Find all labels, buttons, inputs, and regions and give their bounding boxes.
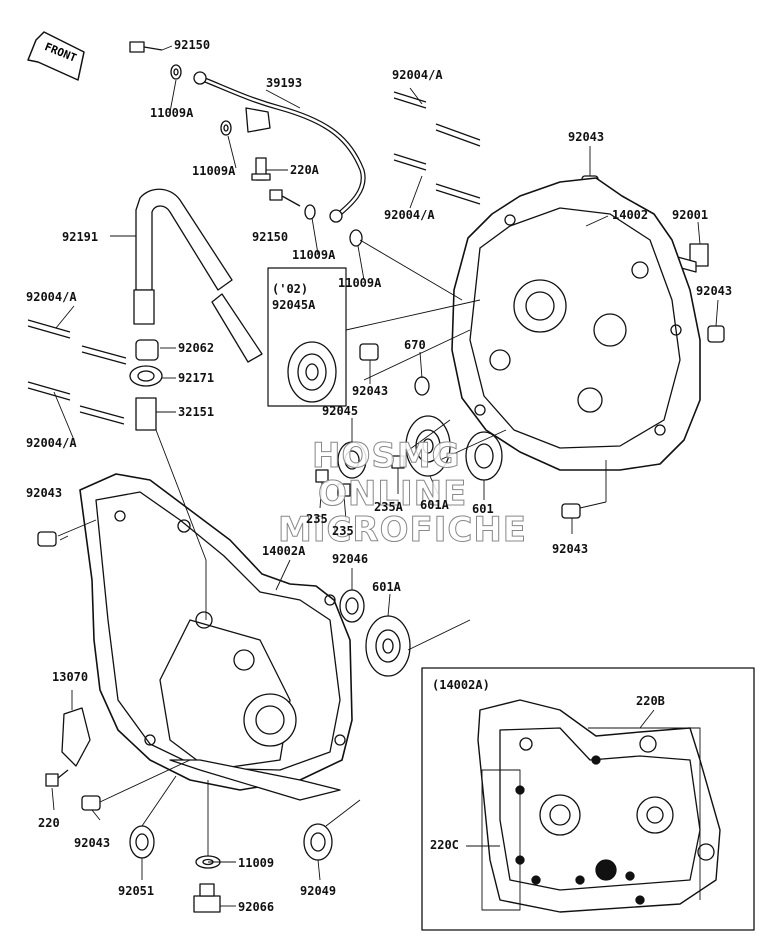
bearing-601a-lower [365,615,411,677]
leader-lines [51,45,719,907]
part-label-92171: 92171 [178,371,215,385]
part-label-92045a: 92045A [272,298,316,312]
dowel-92043-br [561,503,581,519]
part-label-11009: 11009 [238,856,275,870]
front-arrow-icon [27,31,85,81]
washer-11009a-1 [170,64,182,80]
watermark-line-2: ONLINE [317,474,468,515]
dowel-92043-r [707,325,725,343]
part-label-601a: 601A [372,580,401,594]
part-label-92004a: 92004/A [26,290,77,304]
part-label-670: 670 [404,338,426,352]
bolt-220 [45,769,69,787]
part-label-235: 235 [332,524,354,538]
drain-bolt-92066 [193,883,221,913]
part-label-92004a: 92004/A [384,208,435,222]
oil-pipe-39193 [193,71,366,223]
part-label-92150: 92150 [252,230,289,244]
part-label-92001: 92001 [672,208,709,222]
part-label-11009a: 11009A [338,276,382,290]
washer-11009a-3 [304,204,316,220]
part-label-32151: 32151 [178,405,215,419]
watermark-line-3: MICROFICHE [277,510,528,551]
dowel-92043-b [81,795,101,811]
bolt-92150-top [129,41,163,53]
guide-13070 [61,707,91,767]
part-label-92150: 92150 [174,38,211,52]
needle-bearing-92046 [339,589,365,623]
dowel-92043-l [37,531,57,547]
dowel-92043-m [359,343,379,361]
bearing-92045a [267,267,347,407]
inset-crankcase [466,699,721,913]
part-label-220a: 220A [290,163,319,177]
part-label-92043: 92043 [74,836,111,850]
part-label-11009a: 11009A [192,164,236,178]
part-label-year-02: ('02) [272,282,309,296]
part-label-220c: 220C [430,838,459,852]
part-label-14002: 14002 [612,208,649,222]
part-label-39193: 39193 [266,76,303,90]
part-label-11009a: 11009A [292,248,336,262]
bolt-220a [251,157,271,181]
part-label-92066: 92066 [238,900,275,914]
part-label-92004a: 92004/A [26,436,77,450]
part-label-92045: 92045 [322,404,359,418]
part-label-92043: 92043 [696,284,733,298]
part-label-92043: 92043 [552,542,589,556]
stud-92004a-top-2 [393,153,481,205]
fitting-32151 [135,397,157,431]
seal-92049 [303,823,333,861]
part-label-92043: 92043 [568,130,605,144]
clamp-92171 [129,365,163,387]
breather-hose-92191 [133,188,263,363]
crankcase-left-14002a [79,473,353,801]
part-label-14002a: 14002A [262,544,306,558]
part-label-92049: 92049 [300,884,337,898]
watermark-line-1: HOSMG [312,436,461,477]
part-label-601a: 601A [420,498,449,512]
washer-11009a-4 [349,229,363,247]
part-label-13070: 13070 [52,670,89,684]
bolt-92150-mid [269,189,301,207]
stud-92004a-left-1 [27,319,127,365]
part-label-235: 235 [306,512,328,526]
clamp-92062 [135,339,159,361]
oring-670 [414,376,430,396]
washer-11009a-2 [220,120,232,136]
bearing-601a-upper [405,415,451,477]
part-label-92051: 92051 [118,884,155,898]
part-label-92043: 92043 [26,486,63,500]
part-label-92043: 92043 [352,384,389,398]
part-label-11009a: 11009A [150,106,194,120]
part-label-92191: 92191 [62,230,99,244]
crankcase-right-14002 [451,177,701,471]
stud-92004a-top-1 [393,91,481,147]
part-label-92062: 92062 [178,341,215,355]
seal-92051 [129,825,155,859]
part-label-601: 601 [472,502,494,516]
bearing-601 [465,431,503,481]
inset-title: (14002A) [432,678,490,692]
part-label-92004a: 92004/A [392,68,443,82]
part-label-220: 220 [38,816,60,830]
part-label-235a: 235A [374,500,403,514]
stud-92004a-left-2 [27,381,125,425]
part-label-220b: 220B [636,694,665,708]
part-label-92046: 92046 [332,552,369,566]
